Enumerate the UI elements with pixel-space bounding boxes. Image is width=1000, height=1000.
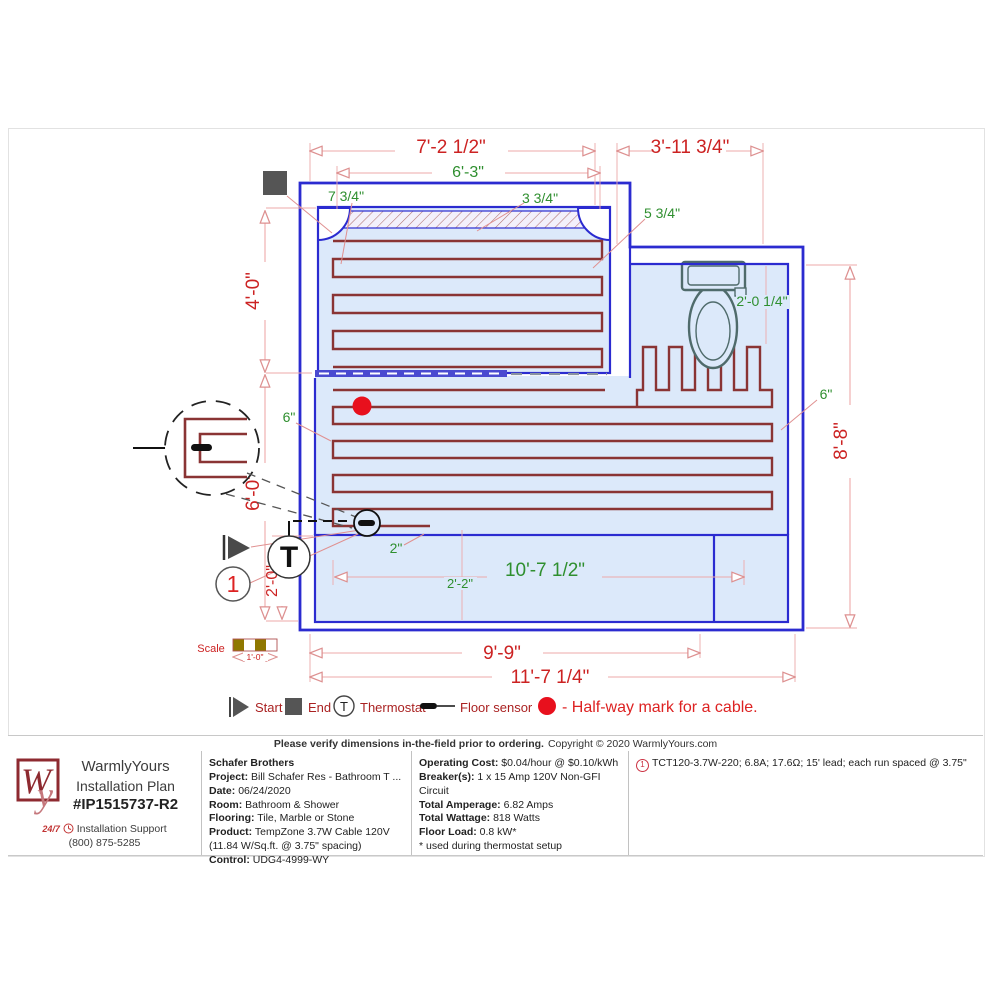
dim-bottom-inner: 9'-9" bbox=[483, 643, 521, 664]
heating-cable bbox=[331, 239, 774, 528]
dim-text-backgrounds bbox=[397, 138, 790, 590]
support-label: Installation Support bbox=[76, 823, 167, 835]
project-row: Date: 06/24/2020 bbox=[209, 784, 291, 797]
legend-start-label: Start bbox=[255, 700, 283, 715]
dim-right-height: 8'-8" bbox=[831, 422, 852, 460]
green-dimension-texts: 6'-3" 7 3/4" 3 3/4" 5 3/4" 2'-0 1/4" 6" … bbox=[283, 164, 833, 591]
project-row: Room: Bathroom & Shower bbox=[209, 798, 340, 811]
start-marker bbox=[228, 536, 250, 559]
dim-gap-right: 6" bbox=[820, 386, 833, 402]
cable-main-serpentine bbox=[331, 345, 774, 528]
halfway-mark-dot bbox=[352, 396, 372, 416]
shower-curb-hatch bbox=[317, 207, 611, 242]
bottom-strip bbox=[313, 533, 790, 624]
legend-sensor-icon bbox=[420, 703, 437, 709]
floor-plan-drawing: 7'-2 1/2" 3'-11 3/4" 4'-0" 6'-0" 2'-0" 8… bbox=[133, 137, 857, 717]
badge-247: 24/7 bbox=[42, 824, 60, 834]
circled-one-icon: 1 bbox=[636, 758, 649, 772]
dim-left-main: 6'-0" bbox=[243, 473, 264, 511]
legend-end-icon bbox=[285, 698, 302, 715]
cable-number-circle bbox=[215, 566, 251, 602]
electrical-row: Floor Load: 0.8 kW* bbox=[419, 826, 517, 839]
thermostat-letter: T bbox=[280, 541, 298, 574]
legend-thermostat-t: T bbox=[340, 699, 348, 714]
legend-end-label: End bbox=[308, 700, 331, 715]
project-row: Product: TempZone 3.7W Cable 120V (11.84… bbox=[209, 826, 390, 853]
brand-plan-title: Installation Plan bbox=[76, 777, 175, 794]
warmlyyours-logo: W y bbox=[16, 758, 60, 815]
legend-start-icon bbox=[233, 697, 249, 717]
project-row: Control: UDG4-4999-WY bbox=[209, 854, 330, 867]
toilet-room bbox=[628, 247, 790, 535]
toilet bbox=[680, 260, 747, 370]
legend-halfway-icon bbox=[538, 697, 556, 715]
dim-top-width: 7'-2 1/2" bbox=[416, 137, 486, 158]
floor-sensor-tip bbox=[358, 520, 375, 526]
electrical-row: Total Amperage: 6.82 Amps bbox=[419, 798, 554, 811]
dim-offset-c: 5 3/4" bbox=[644, 205, 680, 221]
electrical-column: Operating Cost: $0.04/hour @ $0.10/kWh B… bbox=[411, 751, 628, 855]
dim-gap-left: 6" bbox=[283, 409, 296, 425]
legend-thermostat-label: Thermostat bbox=[360, 700, 426, 715]
red-dimension-texts: 7'-2 1/2" 3'-11 3/4" 4'-0" 6'-0" 2'-0" 8… bbox=[243, 137, 852, 688]
electrical-row: Operating Cost: $0.04/hour @ $0.10/kWh bbox=[419, 757, 619, 769]
logo-w: W bbox=[21, 761, 54, 801]
sheet-border bbox=[8, 128, 985, 857]
scale-indicator: Scale 1'-0" bbox=[197, 638, 277, 662]
legend: Start End T Thermostat Floor sensor - Ha… bbox=[229, 695, 758, 717]
cable-note-text: TCT120-3.7W-220; 6.8A; 17.6Ω; 15' lead; … bbox=[652, 757, 967, 769]
dim-bottom-total: 11'-7 1/4" bbox=[511, 667, 590, 688]
dim-toilet-offset: 2'-0 1/4" bbox=[736, 293, 787, 309]
plan-id: #IP1515737-R2 bbox=[73, 796, 179, 814]
copyright-text: Copyright © 2020 WarmlyYours.com bbox=[547, 737, 718, 750]
cable-number: 1 bbox=[227, 571, 240, 597]
dim-offset-a: 7 3/4" bbox=[328, 188, 364, 204]
end-marker bbox=[263, 171, 287, 195]
dim-strip-width: 10'-7 1/2" bbox=[505, 560, 585, 581]
info-table: W y WarmlyYours Installation Plan #IP151… bbox=[8, 751, 983, 866]
dim-shower-inner-width: 6'-3" bbox=[452, 164, 484, 181]
electrical-footnote: * used during thermostat setup bbox=[419, 840, 563, 853]
dim-left-shower: 4'-0" bbox=[243, 272, 264, 310]
cable-detail-callout bbox=[133, 400, 381, 537]
legend-halfway-label: - Half-way mark for a cable. bbox=[562, 699, 758, 716]
logo-y: y bbox=[34, 775, 53, 815]
dim-offset-b: 3 3/4" bbox=[522, 190, 558, 206]
support-phone: (800) 875-5285 bbox=[68, 836, 141, 849]
project-row: Project: Bill Schafer Res - Bathroom T .… bbox=[209, 770, 402, 783]
scale-label: Scale bbox=[197, 643, 225, 655]
outer-wall bbox=[298, 181, 805, 632]
brand-name: WarmlyYours bbox=[81, 758, 170, 775]
walls bbox=[298, 181, 805, 632]
electrical-row: Breaker(s): 1 x 15 Amp 120V Non-GFI Circ… bbox=[419, 770, 601, 797]
dim-strip-height: 2'-2" bbox=[447, 576, 473, 591]
dim-gap-bottom: 2" bbox=[390, 540, 403, 556]
electrical-row: Total Wattage: 818 Watts bbox=[419, 812, 540, 825]
verify-bar: Please verify dimensions in-the-field pr… bbox=[8, 735, 983, 752]
project-column: Schafer Brothers Project: Bill Schafer R… bbox=[201, 751, 411, 866]
cable-shower-serpentine bbox=[331, 239, 604, 369]
scale-value: 1'-0" bbox=[247, 652, 264, 662]
clock-icon bbox=[63, 823, 74, 834]
legend-thermostat-icon bbox=[333, 695, 355, 717]
project-company: Schafer Brothers bbox=[209, 757, 295, 769]
plan-symbols: T 1 bbox=[215, 171, 353, 602]
dimension-lines bbox=[265, 151, 850, 677]
legend-sensor-label: Floor sensor bbox=[460, 700, 533, 715]
dim-top-right: 3'-11 3/4" bbox=[651, 137, 730, 158]
toilet-tank-inner bbox=[687, 265, 740, 286]
toilet-bowl-inner bbox=[695, 301, 731, 361]
project-row: Flooring: Tile, Marble or Stone bbox=[209, 812, 355, 825]
shower-threshold bbox=[315, 370, 607, 377]
brand-column: W y WarmlyYours Installation Plan #IP151… bbox=[8, 751, 201, 855]
verify-text: Please verify dimensions in-the-field pr… bbox=[273, 737, 544, 750]
thermostat-symbol bbox=[267, 535, 311, 579]
